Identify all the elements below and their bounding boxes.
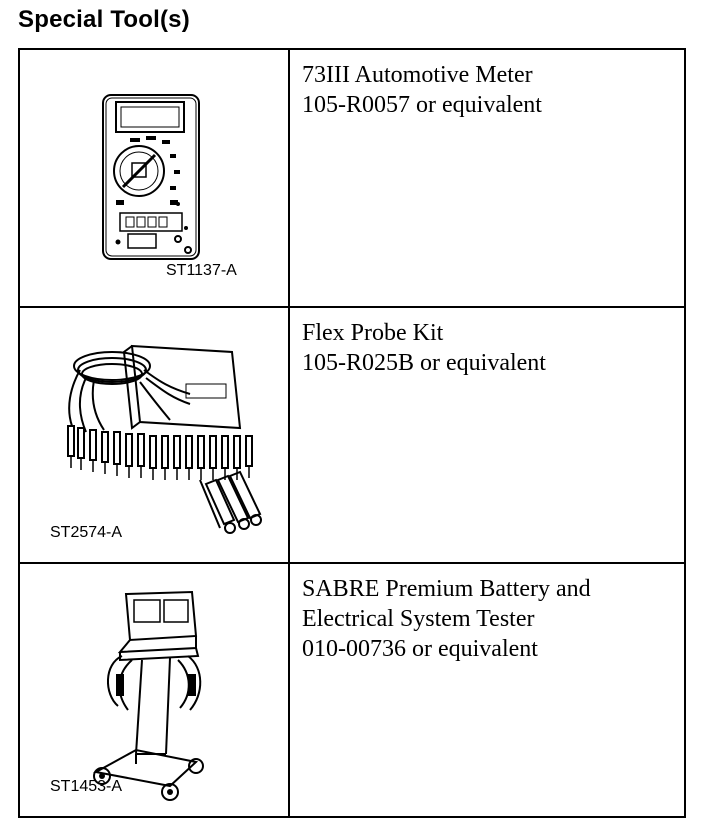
- flex-probe-kit-icon: [67, 344, 262, 534]
- tool-name: SABRE Premium Battery and: [302, 576, 591, 602]
- special-tools-table: ST1137-A 73III Automotive Meter 105-R005…: [18, 48, 686, 818]
- tool-description: SABRE Premium Battery and Electrical Sys…: [302, 574, 682, 664]
- tool-illustration-cell: ST2574-A: [20, 308, 290, 562]
- tool-row-automotive-meter: ST1137-A 73III Automotive Meter 105-R005…: [20, 50, 684, 308]
- tool-code-label: ST1137-A: [166, 262, 237, 279]
- digital-multimeter-icon: [102, 94, 200, 260]
- tool-code-label: ST1453-A: [50, 778, 123, 795]
- page-title: Special Tool(s): [18, 6, 190, 33]
- tool-part-number: 010-00736 or equivalent: [302, 636, 538, 662]
- battery-tester-cart-icon: [93, 590, 204, 801]
- tool-part-number: 105-R0057 or equivalent: [302, 92, 542, 118]
- tool-part-number: 105-R025B or equivalent: [302, 350, 546, 376]
- tool-name: 73III Automotive Meter: [302, 62, 533, 88]
- tool-row-battery-tester: ST1453-A SABRE Premium Battery and Elect…: [20, 564, 684, 816]
- tool-row-flex-probe-kit: ST2574-A Flex Probe Kit 105-R025B or equ…: [20, 308, 684, 564]
- tool-description: Flex Probe Kit 105-R025B or equivalent: [302, 318, 682, 378]
- tool-illustration-cell: ST1453-A: [20, 564, 290, 816]
- tool-illustration-cell: ST1137-A: [20, 50, 290, 306]
- tool-name-continued: Electrical System Tester: [302, 606, 535, 632]
- tool-name: Flex Probe Kit: [302, 320, 444, 346]
- tool-description: 73III Automotive Meter 105-R0057 or equi…: [302, 60, 682, 120]
- tool-code-label: ST2574-A: [50, 524, 123, 541]
